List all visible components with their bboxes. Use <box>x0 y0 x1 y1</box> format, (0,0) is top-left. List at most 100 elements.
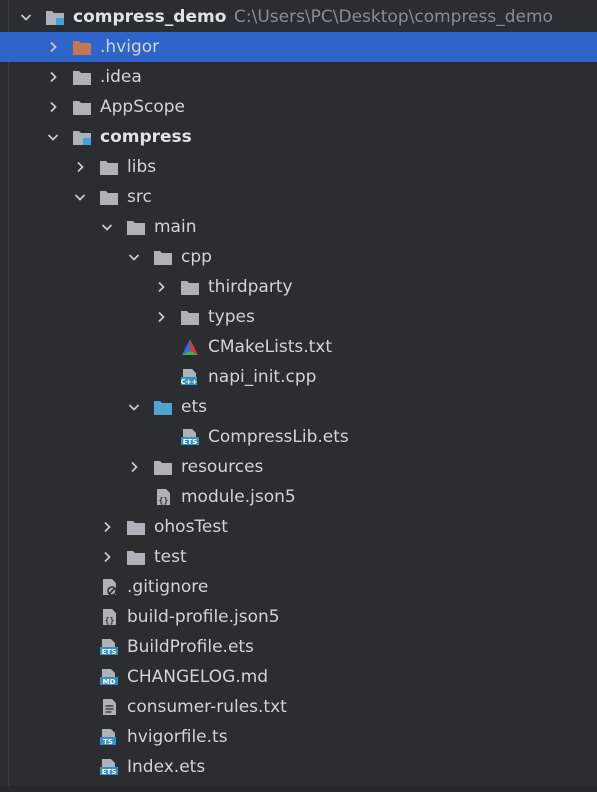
chevron-down-icon[interactable] <box>74 191 86 203</box>
chevron-down-icon[interactable] <box>128 251 140 263</box>
folder-icon <box>126 548 146 566</box>
chevron-right-icon[interactable] <box>74 161 86 173</box>
folder-icon <box>99 188 119 206</box>
tree-item-src[interactable]: src <box>0 182 597 212</box>
chevron-right-icon[interactable] <box>47 71 59 83</box>
tree-item-label: BuildProfile.ets <box>127 637 254 657</box>
tree-item-label: CHANGELOG.md <box>127 667 269 687</box>
folder-icon <box>180 278 200 296</box>
folder-icon <box>180 308 200 326</box>
tree-item-cpp[interactable]: cpp <box>0 242 597 272</box>
tree-item-compresslib-ets[interactable]: ETS CompressLib.ets <box>0 422 597 452</box>
tree-item-label: types <box>208 307 255 327</box>
tree-item-label: libs <box>127 157 157 177</box>
svg-text:ETS: ETS <box>102 648 117 656</box>
chevron-right-icon[interactable] <box>101 551 113 563</box>
svg-text:TS: TS <box>103 738 113 746</box>
tree-item-napi-init-cpp[interactable]: C++napi_init.cpp <box>0 362 597 392</box>
tree-item-label: AppScope <box>100 97 185 117</box>
tree-item-label: CMakeLists.txt <box>208 337 333 357</box>
gitignore-file-icon <box>99 578 119 596</box>
folder-icon <box>126 218 146 236</box>
json5-file-icon: {} <box>99 608 119 626</box>
chevron-down-icon[interactable] <box>47 131 59 143</box>
tree-item-label: compress <box>100 127 192 147</box>
chevron-right-icon[interactable] <box>155 281 167 293</box>
tree-item-libs[interactable]: libs <box>0 152 597 182</box>
folder-icon <box>72 68 92 86</box>
svg-text:MD: MD <box>103 678 116 686</box>
tree-item-changelog-md[interactable]: MD CHANGELOG.md <box>0 662 597 692</box>
svg-text:{}: {} <box>159 496 169 505</box>
tree-item-appscope[interactable]: AppScope <box>0 92 597 122</box>
tree-item-compress-demo[interactable]: compress_demo C:\Users\PC\Desktop\compres… <box>0 2 597 32</box>
tree-item-label: main <box>154 217 197 237</box>
tree-item-cmakelists-txt[interactable]: CMakeLists.txt <box>0 332 597 362</box>
tree-item-label: test <box>154 547 187 567</box>
tree-item-label: cpp <box>181 247 212 267</box>
tree-item-label: .gitignore <box>127 577 209 597</box>
tree-item-main[interactable]: main <box>0 212 597 242</box>
chevron-right-icon[interactable] <box>128 461 140 473</box>
svg-text:ETS: ETS <box>183 438 198 446</box>
ets-file-icon: ETS <box>99 638 119 656</box>
tree-item-label: resources <box>181 457 264 477</box>
tree-item-label: hvigorfile.ts <box>127 727 228 747</box>
left-tool-strip <box>0 0 9 792</box>
tree-item-gitignore[interactable]: .gitignore <box>0 572 597 602</box>
chevron-right-icon[interactable] <box>101 521 113 533</box>
tree-item-hvigorfile-ts[interactable]: TS hvigorfile.ts <box>0 722 597 752</box>
text-file-icon <box>99 698 119 716</box>
ets-file-icon: ETS <box>180 428 200 446</box>
folder-icon <box>99 158 119 176</box>
tree-item-index-ets[interactable]: ETS Index.ets <box>0 752 597 782</box>
tree-item-label: ohosTest <box>154 517 228 537</box>
chevron-down-icon[interactable] <box>20 11 32 23</box>
tree-item-label: .hvigor <box>100 37 160 57</box>
tree-item-label: thirdparty <box>208 277 293 297</box>
tree-item-consumer-rules-txt[interactable]: consumer-rules.txt <box>0 692 597 722</box>
folder-icon <box>153 248 173 266</box>
tree-item-label: src <box>127 187 152 207</box>
ets-file-icon: ETS <box>99 758 119 776</box>
folder-icon <box>126 518 146 536</box>
tree-item-resources[interactable]: resources <box>0 452 597 482</box>
svg-text:ETS: ETS <box>102 768 117 776</box>
chevron-down-icon[interactable] <box>101 221 113 233</box>
folder-excluded-icon <box>72 38 92 56</box>
tree-item-label: .idea <box>100 67 142 87</box>
tree-item-label: build-profile.json5 <box>127 607 280 627</box>
module-folder-icon <box>72 128 92 146</box>
tree-item-build-profile-json5[interactable]: {} build-profile.json5 <box>0 602 597 632</box>
tree-item-label: consumer-rules.txt <box>127 697 287 717</box>
tree-item-label: module.json5 <box>181 487 296 507</box>
tree-item-module-json5[interactable]: {} module.json5 <box>0 482 597 512</box>
json5-file-icon: {} <box>153 488 173 506</box>
chevron-right-icon[interactable] <box>155 311 167 323</box>
tree-item-types[interactable]: types <box>0 302 597 332</box>
tree-item-label: CompressLib.ets <box>208 427 349 447</box>
tree-item-thirdparty[interactable]: thirdparty <box>0 272 597 302</box>
tree-item-hvigor[interactable]: .hvigor <box>0 32 597 62</box>
tree-item-label: compress_demo <box>73 7 227 27</box>
chevron-down-icon[interactable] <box>128 401 140 413</box>
tree-item-idea[interactable]: .idea <box>0 62 597 92</box>
bottom-scroll-edge <box>0 786 597 792</box>
tree-item-ohostest[interactable]: ohosTest <box>0 512 597 542</box>
svg-text:{}: {} <box>105 616 115 625</box>
chevron-right-icon[interactable] <box>47 41 59 53</box>
source-folder-icon <box>153 398 173 416</box>
tree-item-label: Index.ets <box>127 757 206 777</box>
tree-item-ets[interactable]: ets <box>0 392 597 422</box>
tree-item-label: napi_init.cpp <box>208 367 317 387</box>
project-path: C:\Users\PC\Desktop\compress_demo <box>234 7 553 27</box>
tree-item-label: ets <box>181 397 207 417</box>
chevron-right-icon[interactable] <box>47 101 59 113</box>
folder-icon <box>153 458 173 476</box>
tree-item-test[interactable]: test <box>0 542 597 572</box>
module-folder-icon <box>45 8 65 26</box>
ts-file-icon: TS <box>99 728 119 746</box>
tree-item-buildprofile-ets[interactable]: ETS BuildProfile.ets <box>0 632 597 662</box>
tree-item-compress[interactable]: compress <box>0 122 597 152</box>
